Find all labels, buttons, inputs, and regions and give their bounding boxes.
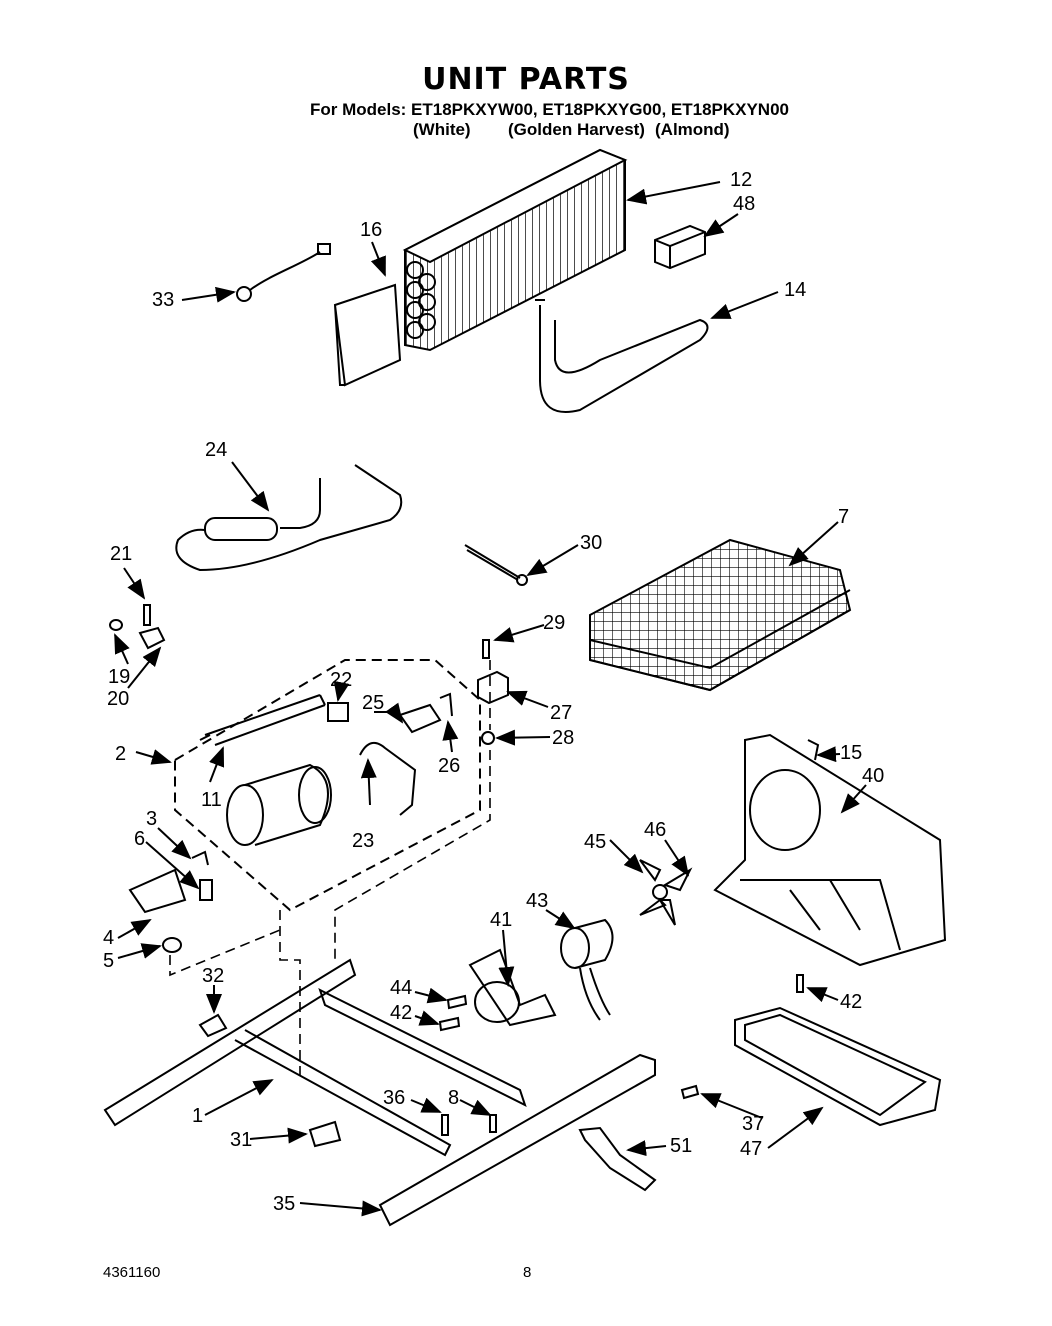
callout-labels: 12 48 16 33 14 24 7 30 21 19 20 29 22 25… xyxy=(103,169,884,1215)
color-almond: (Almond) xyxy=(655,120,730,139)
page-number: 8 xyxy=(523,1264,532,1281)
callout-6: 6 xyxy=(134,828,145,850)
grommet-19 xyxy=(109,619,123,631)
fan-motor-43 xyxy=(560,918,614,1021)
callout-36: 36 xyxy=(383,1087,405,1109)
defrost-terminator-33 xyxy=(236,243,331,302)
callout-16: 16 xyxy=(360,219,382,241)
callout-8: 8 xyxy=(448,1087,459,1109)
hose-51 xyxy=(578,1126,657,1192)
callout-21: 21 xyxy=(110,543,132,565)
callout-45: 45 xyxy=(584,831,606,853)
screw-29 xyxy=(482,639,490,659)
frame-40 xyxy=(713,733,947,967)
screw-8 xyxy=(489,1114,497,1133)
callout-28: 28 xyxy=(552,727,574,749)
screw-15 xyxy=(807,739,820,761)
callout-20: 20 xyxy=(107,688,129,710)
grommet-5 xyxy=(162,937,182,953)
callout-25: 25 xyxy=(362,692,384,714)
bracket-48 xyxy=(654,224,706,270)
bolt-6 xyxy=(199,879,213,901)
callout-4: 4 xyxy=(103,927,114,949)
screw-37 xyxy=(680,1084,700,1100)
callout-32: 32 xyxy=(202,965,224,987)
callout-22: 22 xyxy=(330,669,352,691)
callout-47: 47 xyxy=(740,1138,762,1160)
screw-44 xyxy=(446,994,468,1010)
drier-24 xyxy=(175,464,403,572)
callout-29: 29 xyxy=(543,612,565,634)
relay-27 xyxy=(477,670,509,705)
callout-48: 48 xyxy=(733,193,755,215)
callout-5: 5 xyxy=(103,950,114,972)
callout-46: 46 xyxy=(644,819,666,841)
callout-2: 2 xyxy=(115,743,126,765)
color-golden-harvest: (Golden Harvest) xyxy=(508,120,645,139)
callout-42-left: 42 xyxy=(390,1002,412,1024)
callout-7: 7 xyxy=(838,506,849,528)
document-number: 4361160 xyxy=(103,1264,161,1281)
fan-blade-45 xyxy=(639,859,693,926)
color-white: (White) xyxy=(413,120,471,139)
screw-42-right xyxy=(796,974,804,993)
compressor-kit-boundary-2 xyxy=(174,659,481,912)
compressor xyxy=(226,763,332,846)
callout-31: 31 xyxy=(230,1129,252,1151)
base-rails-1 xyxy=(103,958,656,1227)
guide-lines xyxy=(169,660,491,1080)
callout-24: 24 xyxy=(205,439,227,461)
motor-bracket-41 xyxy=(468,948,557,1027)
drain-trough-16 xyxy=(333,283,402,387)
callout-3: 3 xyxy=(146,808,157,830)
callout-11: 11 xyxy=(201,789,222,811)
callout-40: 40 xyxy=(862,765,884,787)
callout-1: 1 xyxy=(192,1105,203,1127)
screw-21 xyxy=(143,604,151,626)
page-title: UNIT PARTS xyxy=(422,62,630,97)
models-line: For Models: ET18PKXYW00, ET18PKXYG00, ET… xyxy=(310,100,789,119)
start-relay-25 xyxy=(398,703,442,734)
tube-11 xyxy=(199,694,326,746)
overload-22 xyxy=(327,702,349,722)
callout-12: 12 xyxy=(730,169,752,191)
clip-20 xyxy=(138,626,166,650)
callout-19: 19 xyxy=(108,666,130,688)
clip-31 xyxy=(308,1120,342,1148)
grommet-28 xyxy=(481,731,495,745)
clip-32 xyxy=(198,1013,228,1038)
callout-51: 51 xyxy=(670,1135,692,1157)
callout-27: 27 xyxy=(550,702,572,724)
callout-44: 44 xyxy=(390,977,412,999)
callout-41: 41 xyxy=(490,909,512,931)
callout-43: 43 xyxy=(526,890,548,912)
drain-pan-47 xyxy=(734,1006,942,1127)
callout-14: 14 xyxy=(784,279,806,301)
cover-23 xyxy=(359,741,417,816)
screw-36 xyxy=(441,1114,449,1136)
callout-30: 30 xyxy=(580,532,602,554)
callout-35: 35 xyxy=(273,1193,295,1215)
callout-26: 26 xyxy=(438,755,460,777)
callout-23: 23 xyxy=(352,830,374,852)
callout-15: 15 xyxy=(840,742,862,764)
evaporator-12 xyxy=(402,148,628,352)
screw-42-left xyxy=(438,1016,461,1032)
callout-33: 33 xyxy=(152,289,174,311)
leader-lines xyxy=(114,181,867,1217)
bracket-26 xyxy=(439,692,453,717)
callout-42-right: 42 xyxy=(840,991,862,1013)
condenser-7 xyxy=(589,538,852,692)
sleeve-3 xyxy=(191,850,209,866)
mount-4 xyxy=(128,868,187,914)
sensor-30 xyxy=(464,544,521,581)
defrost-heater-14 xyxy=(535,299,709,413)
callout-37: 37 xyxy=(742,1113,764,1135)
